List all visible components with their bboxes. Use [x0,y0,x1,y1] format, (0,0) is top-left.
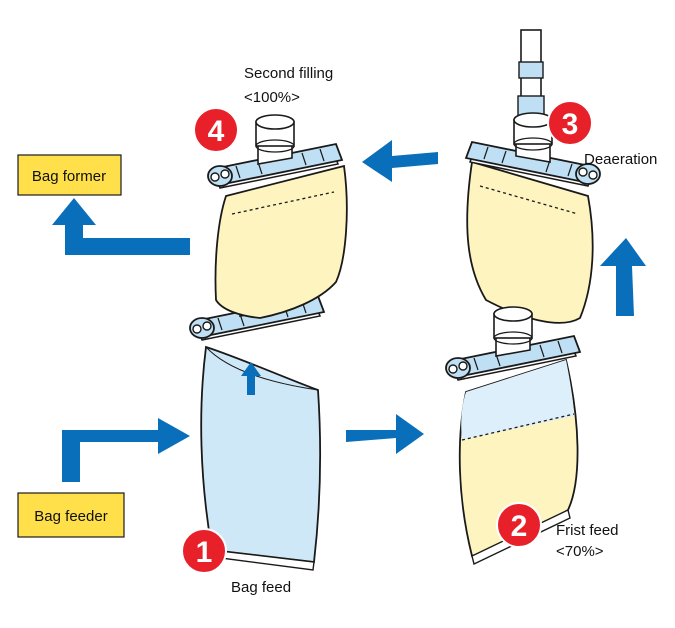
step-1-title: Bag feed [231,579,291,596]
step-2-subtitle: <70%> [556,543,604,560]
step-3-filled-bag [466,160,594,324]
step-4-filled-bag [214,164,348,319]
step-2-title: Frist feed [556,522,619,539]
arrow-from-bag-feeder [62,418,190,482]
arrow-1-to-2 [346,414,424,454]
arrow-3-to-4 [362,140,438,182]
step-4-subtitle: <100%> [244,89,300,106]
step-1-empty-bag [200,345,321,571]
step-4-number: 4 [208,115,225,148]
arrow-to-bag-former [52,198,190,255]
step-2-badge: 2 [496,502,542,548]
step-3-number: 3 [562,108,579,141]
bag-former-label: Bag former [32,168,106,185]
step-3-title: Deaeration [584,151,657,168]
bag-feeder-box: Bag feeder [17,492,125,538]
bag-former-box: Bag former [17,154,122,196]
bag-feeder-label: Bag feeder [34,508,107,525]
step-2-number: 2 [511,510,528,543]
arrow-2-to-3 [600,238,646,316]
step-4-title: Second filling [244,65,333,82]
step-1-badge: 1 [181,528,227,574]
step-1-number: 1 [196,536,213,569]
step-3-badge: 3 [547,100,593,146]
step-4-badge: 4 [193,107,239,153]
